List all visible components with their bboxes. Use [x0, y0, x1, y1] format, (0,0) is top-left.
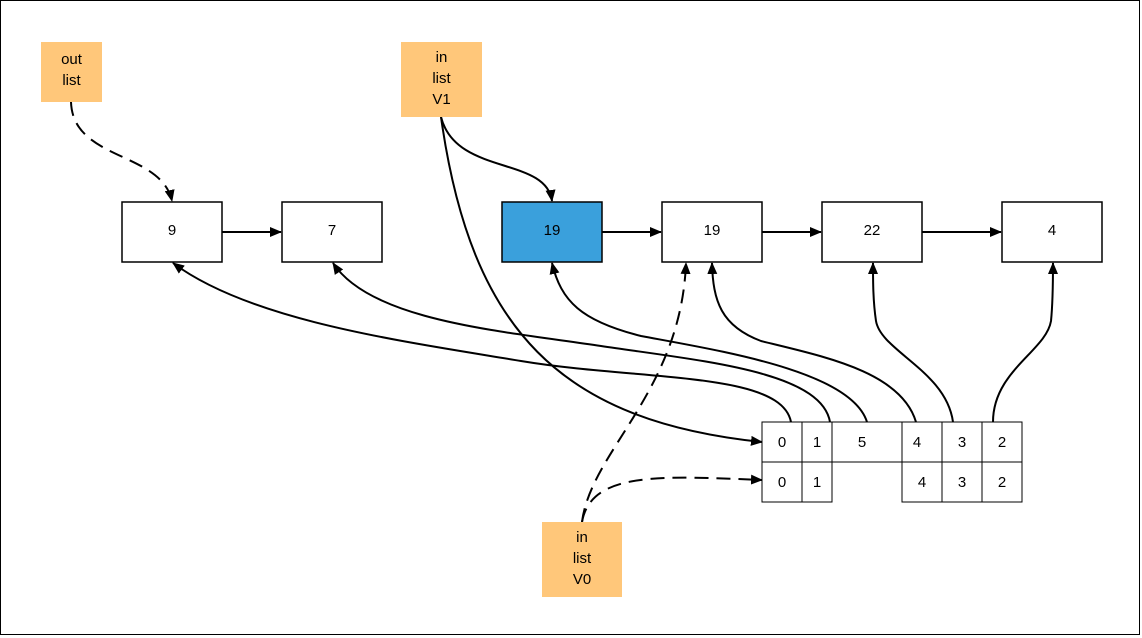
array-top-value-4: 4	[913, 434, 921, 451]
in-list-v0-line-1: in	[576, 529, 588, 546]
array-bottom-value-3: 4	[918, 474, 926, 491]
array-bottom-cell-1	[761, 461, 803, 503]
linked-list-nodes	[121, 201, 1103, 263]
array-top-cell-3	[831, 421, 903, 463]
list-node-1	[121, 201, 223, 263]
array-bottom-value-4: 3	[958, 474, 966, 491]
out-list-line-2: list	[62, 72, 81, 89]
in-list-v0-line-2: list	[573, 550, 592, 567]
index-array-bottom-row	[761, 461, 1023, 503]
connectors	[70, 101, 1058, 523]
arrow-index-3-to-node5	[868, 262, 954, 423]
node-6-value: 4	[1048, 222, 1056, 239]
label-in-list-v0: in list V0	[542, 522, 622, 597]
array-bottom-cell-5	[981, 461, 1023, 503]
arrow-in-list-v1-to-array-top	[440, 116, 763, 446]
label-in-list-v1: in list V1	[401, 42, 482, 117]
array-top-value-1: 0	[778, 434, 786, 451]
label-out-list: out list	[41, 42, 102, 102]
array-bottom-value-5: 2	[998, 474, 1006, 491]
array-top-value-5: 3	[958, 434, 966, 451]
array-top-cell-6	[981, 421, 1023, 463]
arrow-in-list-v0-to-node4	[581, 262, 691, 523]
node-5-value: 22	[864, 222, 881, 239]
arrow-in-list-v0-to-array-bottom	[581, 474, 763, 523]
array-top-value-2: 1	[813, 434, 821, 451]
index-array-top-row	[761, 421, 1023, 463]
array-top-cell-4	[901, 421, 943, 463]
node-values: 9 7 19 19 22 4	[168, 222, 1056, 239]
in-list-v0-line-3: V0	[573, 571, 591, 588]
array-top-value-3: 5	[858, 434, 866, 451]
array-bottom-value-2: 1	[813, 474, 821, 491]
arrow-out-list-pointer	[70, 101, 175, 202]
arrow-index-2-to-node6	[992, 262, 1058, 423]
array-top-value-6: 2	[998, 434, 1006, 451]
arrow-index-4-to-node4	[707, 262, 917, 423]
list-node-3	[501, 201, 603, 263]
arrow-index-1-to-node2	[332, 262, 831, 423]
node-4-value: 19	[704, 222, 721, 239]
in-list-v1-line-3: V1	[432, 91, 450, 108]
list-node-2	[281, 201, 383, 263]
list-node-6	[1001, 201, 1103, 263]
array-bottom-value-1: 0	[778, 474, 786, 491]
node-3-value: 19	[544, 222, 561, 239]
in-list-v1-line-1: in	[436, 49, 448, 66]
array-top-cell-5	[941, 421, 983, 463]
out-list-line-1: out	[61, 51, 83, 68]
list-node-4	[661, 201, 763, 263]
node-2-value: 7	[328, 222, 336, 239]
arrow-index-0-to-node1	[172, 262, 792, 423]
arrow-in-list-v1-to-node3	[440, 116, 556, 202]
in-list-v1-line-2: list	[432, 70, 451, 87]
array-bottom-cell-2	[801, 461, 833, 503]
list-node-5	[821, 201, 923, 263]
index-array-values: 0 1 5 4 3 2 0 1 4 3 2	[778, 434, 1006, 491]
array-bottom-cell-4	[941, 461, 983, 503]
arrow-index-5-to-node3	[549, 262, 868, 423]
node-1-value: 9	[168, 222, 176, 239]
